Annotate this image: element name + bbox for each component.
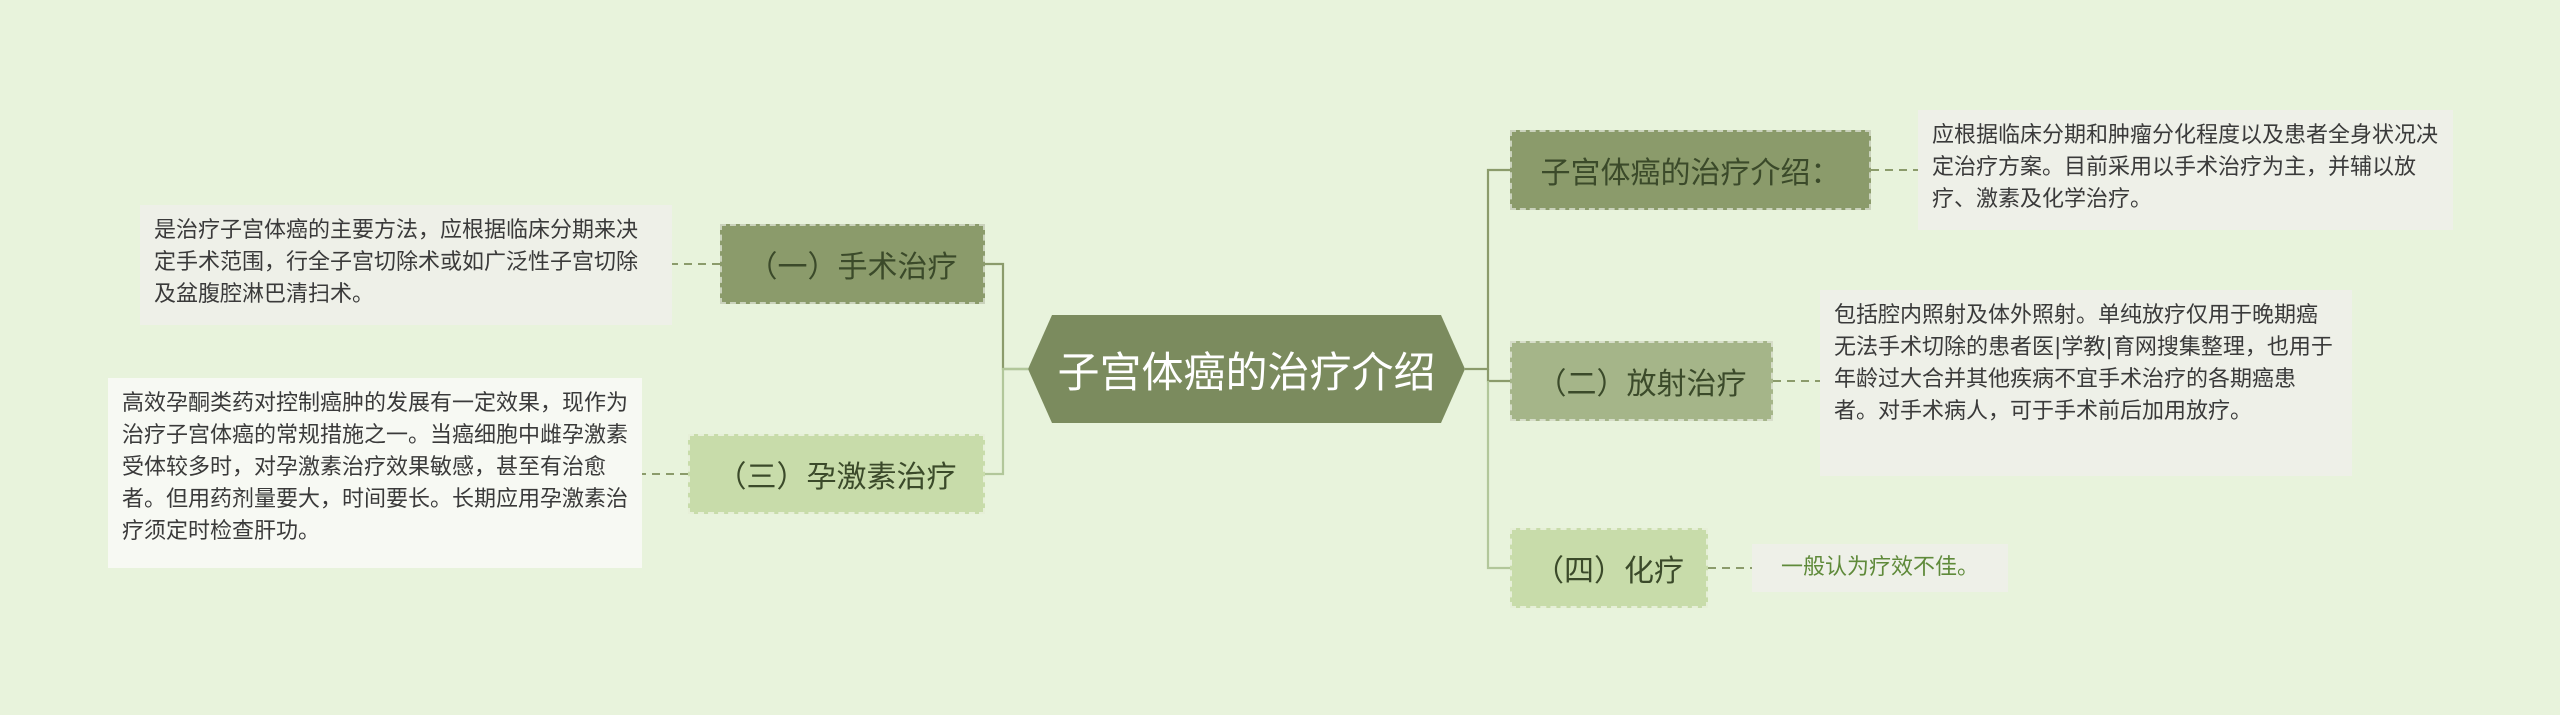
- connector-center-chemo: [1486, 381, 1510, 570]
- central-topic[interactable]: 子宫体癌的治疗介绍: [1028, 315, 1465, 423]
- detail-surgery: 是治疗子宫体癌的主要方法，应根据临床分期来决定手术范围，行全子宫切除术或如广泛性…: [140, 205, 672, 325]
- connector-center-surgery: [985, 262, 1028, 371]
- connector-center-hormone: [985, 367, 1028, 476]
- connector-center-radio: [1486, 369, 1510, 383]
- detail-radiotherapy: 包括腔内照射及体外照射。单纯放疗仅用于晚期癌无法手术切除的患者医|学教|育网搜集…: [1820, 290, 2352, 476]
- branch-radiotherapy[interactable]: （二）放射治疗: [1510, 341, 1773, 421]
- branch-chemotherapy[interactable]: （四）化疗: [1510, 528, 1708, 608]
- branch-surgery[interactable]: （一）手术治疗: [720, 224, 985, 304]
- detail-chemotherapy: 一般认为疗效不佳。: [1752, 544, 2008, 592]
- detail-hormone-therapy: 高效孕酮类药对控制癌肿的发展有一定效果，现作为治疗子宫体癌的常规措施之一。当癌细…: [108, 378, 642, 568]
- branch-hormone-therapy[interactable]: （三）孕激素治疗: [688, 434, 985, 514]
- detail-intro: 应根据临床分期和肿瘤分化程度以及患者全身状况决定治疗方案。目前采用以手术治疗为主…: [1918, 110, 2453, 230]
- connector-center-right: [1465, 168, 1510, 371]
- branch-intro[interactable]: 子宫体癌的治疗介绍：: [1510, 130, 1871, 210]
